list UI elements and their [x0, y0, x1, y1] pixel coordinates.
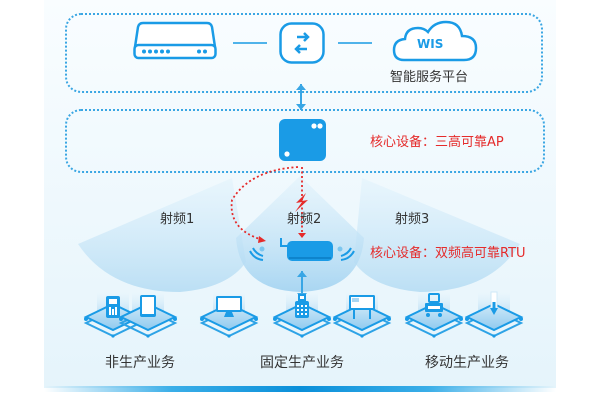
category-label-fixed-production: 固定生产业务 — [260, 355, 344, 371]
gateway-router-icon — [133, 21, 217, 60]
service-platform-fixed-production — [199, 292, 259, 338]
connector-line-1 — [233, 42, 267, 44]
radio-fan-3 — [354, 178, 520, 292]
pos-terminal-icon — [295, 294, 309, 318]
radio-label-3: 射频3 — [395, 212, 430, 227]
ap-device-icon — [279, 119, 326, 161]
radio-fan-1 — [78, 178, 246, 292]
lightning-icon — [295, 193, 308, 212]
switch-exchange-icon — [279, 22, 325, 64]
arrow-platform-to-ap — [296, 84, 306, 110]
connector-line-2 — [338, 42, 372, 44]
cloud-label: WIS — [417, 37, 444, 51]
cart-icon — [425, 293, 443, 317]
cloud-icon — [392, 20, 478, 62]
platform-layer-box — [65, 13, 543, 93]
rtu-annotation: 核心设备：双频高可靠RTU — [370, 246, 526, 261]
radio-label-1: 射频1 — [160, 212, 195, 227]
ap-annotation: 核心设备：三高可靠AP — [370, 135, 504, 150]
rtu-device-icon — [249, 238, 355, 261]
service-platform-mobile-production — [464, 291, 524, 338]
platform-label: 智能服务平台 — [390, 70, 469, 85]
handheld-terminal-icon — [106, 296, 120, 318]
category-label-non-production: 非生产业务 — [105, 355, 175, 371]
service-platform-mobile-production — [404, 292, 464, 338]
scanner-icon — [490, 291, 498, 315]
service-platform-fixed-production — [332, 292, 392, 338]
tablet-icon — [140, 295, 156, 317]
radio-label-2: 射频2 — [287, 212, 322, 227]
display-board-icon — [349, 295, 375, 319]
bottom-accent-bar — [44, 386, 556, 392]
monitor-icon — [216, 296, 242, 317]
service-platform-fixed-production — [272, 292, 332, 338]
category-label-mobile-production: 移动生产业务 — [425, 355, 509, 371]
service-platform-non-production — [83, 292, 143, 338]
service-platform-non-production — [118, 292, 178, 338]
ap-layer-box — [65, 109, 545, 173]
